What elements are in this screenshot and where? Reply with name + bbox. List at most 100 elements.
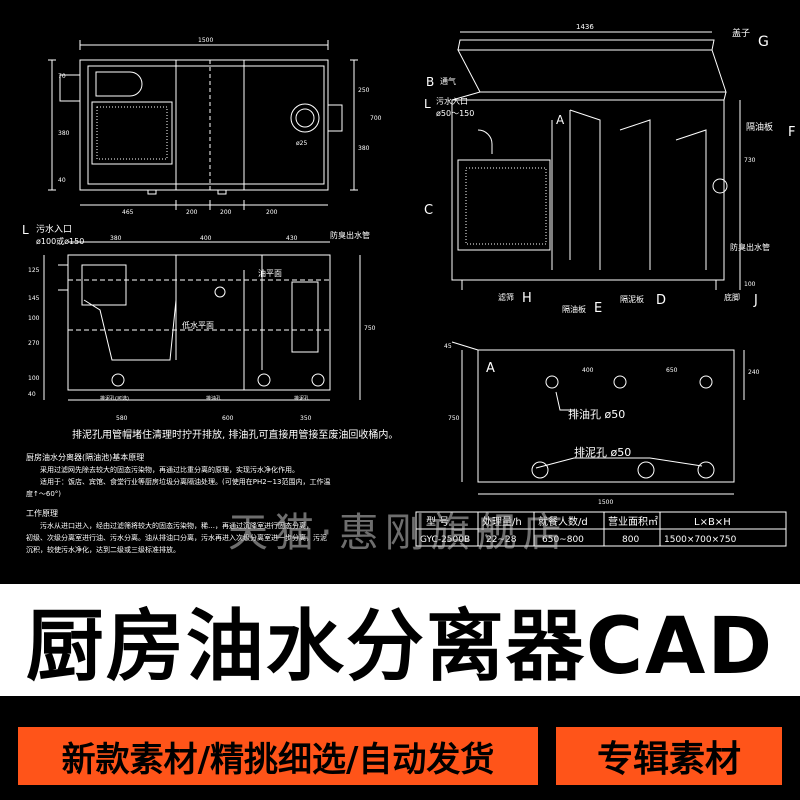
spec-cell-diners: 650~800 (542, 535, 584, 545)
side-dim-bottom-a: 580 (116, 415, 128, 422)
iso-cover-letter: G (758, 34, 769, 50)
top-dim-left-a: 70 (58, 73, 66, 80)
side-view (43, 241, 361, 401)
iso-dim-side-b: 100 (744, 281, 756, 288)
side-low-water: 低水平面 (182, 320, 214, 330)
side-view-labels: L 污水入口 ø100或ø150 防臭出水管 油平面 低水平面 380 400 … (22, 223, 376, 422)
plate-dim-top-a: 400 (582, 367, 594, 374)
principle-line-3: 度↑～60°) (26, 489, 61, 498)
footer-album-text: 专辑素材 (596, 739, 741, 780)
iso-inlet-label: 污水入口 (436, 96, 468, 106)
work-line-2: 初级、次级分离室进行油、污水分离。油从排油口分离，污水再进入次级分离室进一步分离… (26, 533, 327, 542)
plate-dim-angle: 45 (444, 343, 452, 350)
top-dim-right-b: 380 (358, 145, 370, 152)
iso-oil-baffle-letter: F (788, 125, 795, 140)
spec-table: 型 号 处理量/h 就餐人数/d 营业面积㎡ L×B×H GYC-2500B 2… (415, 511, 787, 547)
side-note-a: 排泥孔(可选) (100, 395, 129, 402)
footer-promo-badge: 新款素材/精挑细选/自动发货 (18, 727, 538, 785)
side-dim-bottom-c: 350 (300, 415, 312, 422)
iso-filter-basket-letter: H (522, 291, 532, 306)
side-note-c: 排泥孔 (294, 395, 309, 402)
principle-line-2: 适用于：饭店、宾馆、食堂行业等厨房垃圾分离隔油处理。(可使用在PH2~13范围内… (40, 477, 330, 486)
divider (0, 580, 800, 584)
plate-dim-right: 240 (748, 369, 760, 376)
work-line-3: 沉积，较使污水净化，达到二级或三级标准排放。 (26, 545, 180, 554)
spec-header-diners: 就餐人数/d (538, 515, 588, 528)
top-view (48, 40, 358, 210)
plate-dim-bottom: 1500 (598, 499, 613, 506)
title-banner: 厨房油水分离器CAD (0, 584, 800, 696)
footer-promo-text: 新款素材/精挑细选/自动发货 (61, 739, 495, 780)
iso-dim-length: 1436 (576, 23, 594, 31)
side-dim-left-f: 40 (28, 391, 36, 398)
side-dim-top-c: 430 (286, 235, 298, 242)
iso-filter-basket: 滤筛 (498, 292, 514, 302)
plate-dim-left: 750 (448, 415, 460, 422)
plate-letter: A (486, 361, 495, 376)
iso-vent-letter: B (426, 75, 434, 89)
iso-oil-plate: 隔油板 (562, 304, 586, 314)
top-dim-bottom-c: 200 (220, 209, 232, 216)
side-odor-pipe: 防臭出水管 (330, 230, 370, 240)
side-oil-level: 油平面 (258, 268, 282, 278)
iso-view-labels: 1436 盖子 G B 通气 L 污水入口 ø50～150 A 隔油板 F C … (424, 23, 795, 316)
side-note-b: 排油孔 (206, 395, 221, 402)
spec-header-model: 型 号 (426, 515, 449, 528)
side-inlet-size: ø100或ø150 (36, 236, 84, 246)
work-title: 工作原理 (26, 508, 58, 518)
iso-mud-plate: 隔泥板 (620, 294, 644, 304)
top-dim-width: 700 (370, 115, 382, 122)
footer-bar: 新款素材/精挑细选/自动发货 专辑素材 (0, 712, 800, 800)
top-dim-left-b: 380 (58, 130, 70, 137)
side-dim-top-a: 380 (110, 235, 122, 242)
side-dim-left-c: 100 (28, 315, 40, 322)
top-view-dims: 1500 70 380 40 250 380 700 465 200 200 2… (58, 37, 382, 216)
footer-album-badge: 专辑素材 (556, 727, 782, 785)
plate-view-labels: A 排油孔 ø50 排泥孔 ø50 400 650 240 750 1500 4… (444, 343, 760, 506)
spec-header-capacity: 处理量/h (482, 516, 522, 528)
side-dim-left-e: 100 (28, 375, 40, 382)
iso-cover-label: 盖子 (732, 27, 750, 39)
side-dim-left-a: 125 (28, 267, 40, 274)
iso-foot: 底脚 (724, 292, 740, 302)
iso-vent-label: 通气 (440, 76, 456, 86)
iso-dim-side-a: 730 (744, 157, 756, 164)
text-notes: 排泥孔用管帽堵住清理时拧开排放, 排油孔可直接用管接至废油回收桶内。 厨房油水分… (26, 428, 398, 554)
spec-header-area: 营业面积㎡ (608, 515, 658, 528)
top-dim-bottom-a: 465 (122, 209, 134, 216)
side-inlet-letter: L (22, 223, 29, 237)
iso-view (451, 31, 741, 290)
cad-drawing: 1500 70 380 40 250 380 700 465 200 200 2… (22, 23, 796, 554)
spec-cell-area: 800 (622, 535, 639, 545)
side-dim-top-b: 400 (200, 235, 212, 242)
iso-oil-plate-letter: E (594, 301, 602, 316)
top-dim-bottom-b: 200 (186, 209, 198, 216)
plate-view (451, 341, 745, 495)
plate-dim-top-b: 650 (666, 367, 678, 374)
side-dim-bottom-b: 600 (222, 415, 234, 422)
spec-cell-model: GYC-2500B (420, 535, 470, 545)
iso-baffle-a: A (556, 113, 565, 127)
spec-cell-dimensions: 1500×700×750 (664, 535, 737, 545)
plate-mud-hole: 排泥孔 ø50 (574, 445, 631, 459)
top-dim-left-c: 40 (58, 177, 66, 184)
iso-inlet-size: ø50～150 (436, 109, 474, 118)
side-inlet-label: 污水入口 (36, 223, 72, 235)
iso-filter-letter: C (424, 203, 433, 218)
store-watermark: 天猫·惠刚旗舰店 (228, 510, 569, 556)
top-dim-right-a: 250 (358, 87, 370, 94)
banner-title: 厨房油水分离器CAD (25, 602, 775, 692)
principle-title: 厨房油水分离器(隔油池)基本原理 (26, 452, 144, 462)
iso-odor-pipe: 防臭出水管 (730, 242, 770, 252)
side-dim-left-b: 145 (28, 295, 40, 302)
iso-oil-baffle: 隔油板 (746, 121, 773, 133)
top-dim-length: 1500 (198, 37, 213, 44)
plate-oil-hole: 排油孔 ø50 (568, 407, 625, 421)
work-line-1: 污水从进口进入，经由过滤筛将较大的固态污染物，稀…，再通过沉降室进行固态分离， (40, 521, 313, 530)
iso-foot-letter: J (753, 293, 758, 308)
iso-inlet-letter: L (424, 97, 431, 111)
top-dim-bottom-d: 200 (266, 209, 278, 216)
caption: 排泥孔用管帽堵住清理时拧开排放, 排油孔可直接用管接至废油回收桶内。 (72, 428, 398, 441)
spec-cell-capacity: 22~28 (486, 535, 517, 545)
